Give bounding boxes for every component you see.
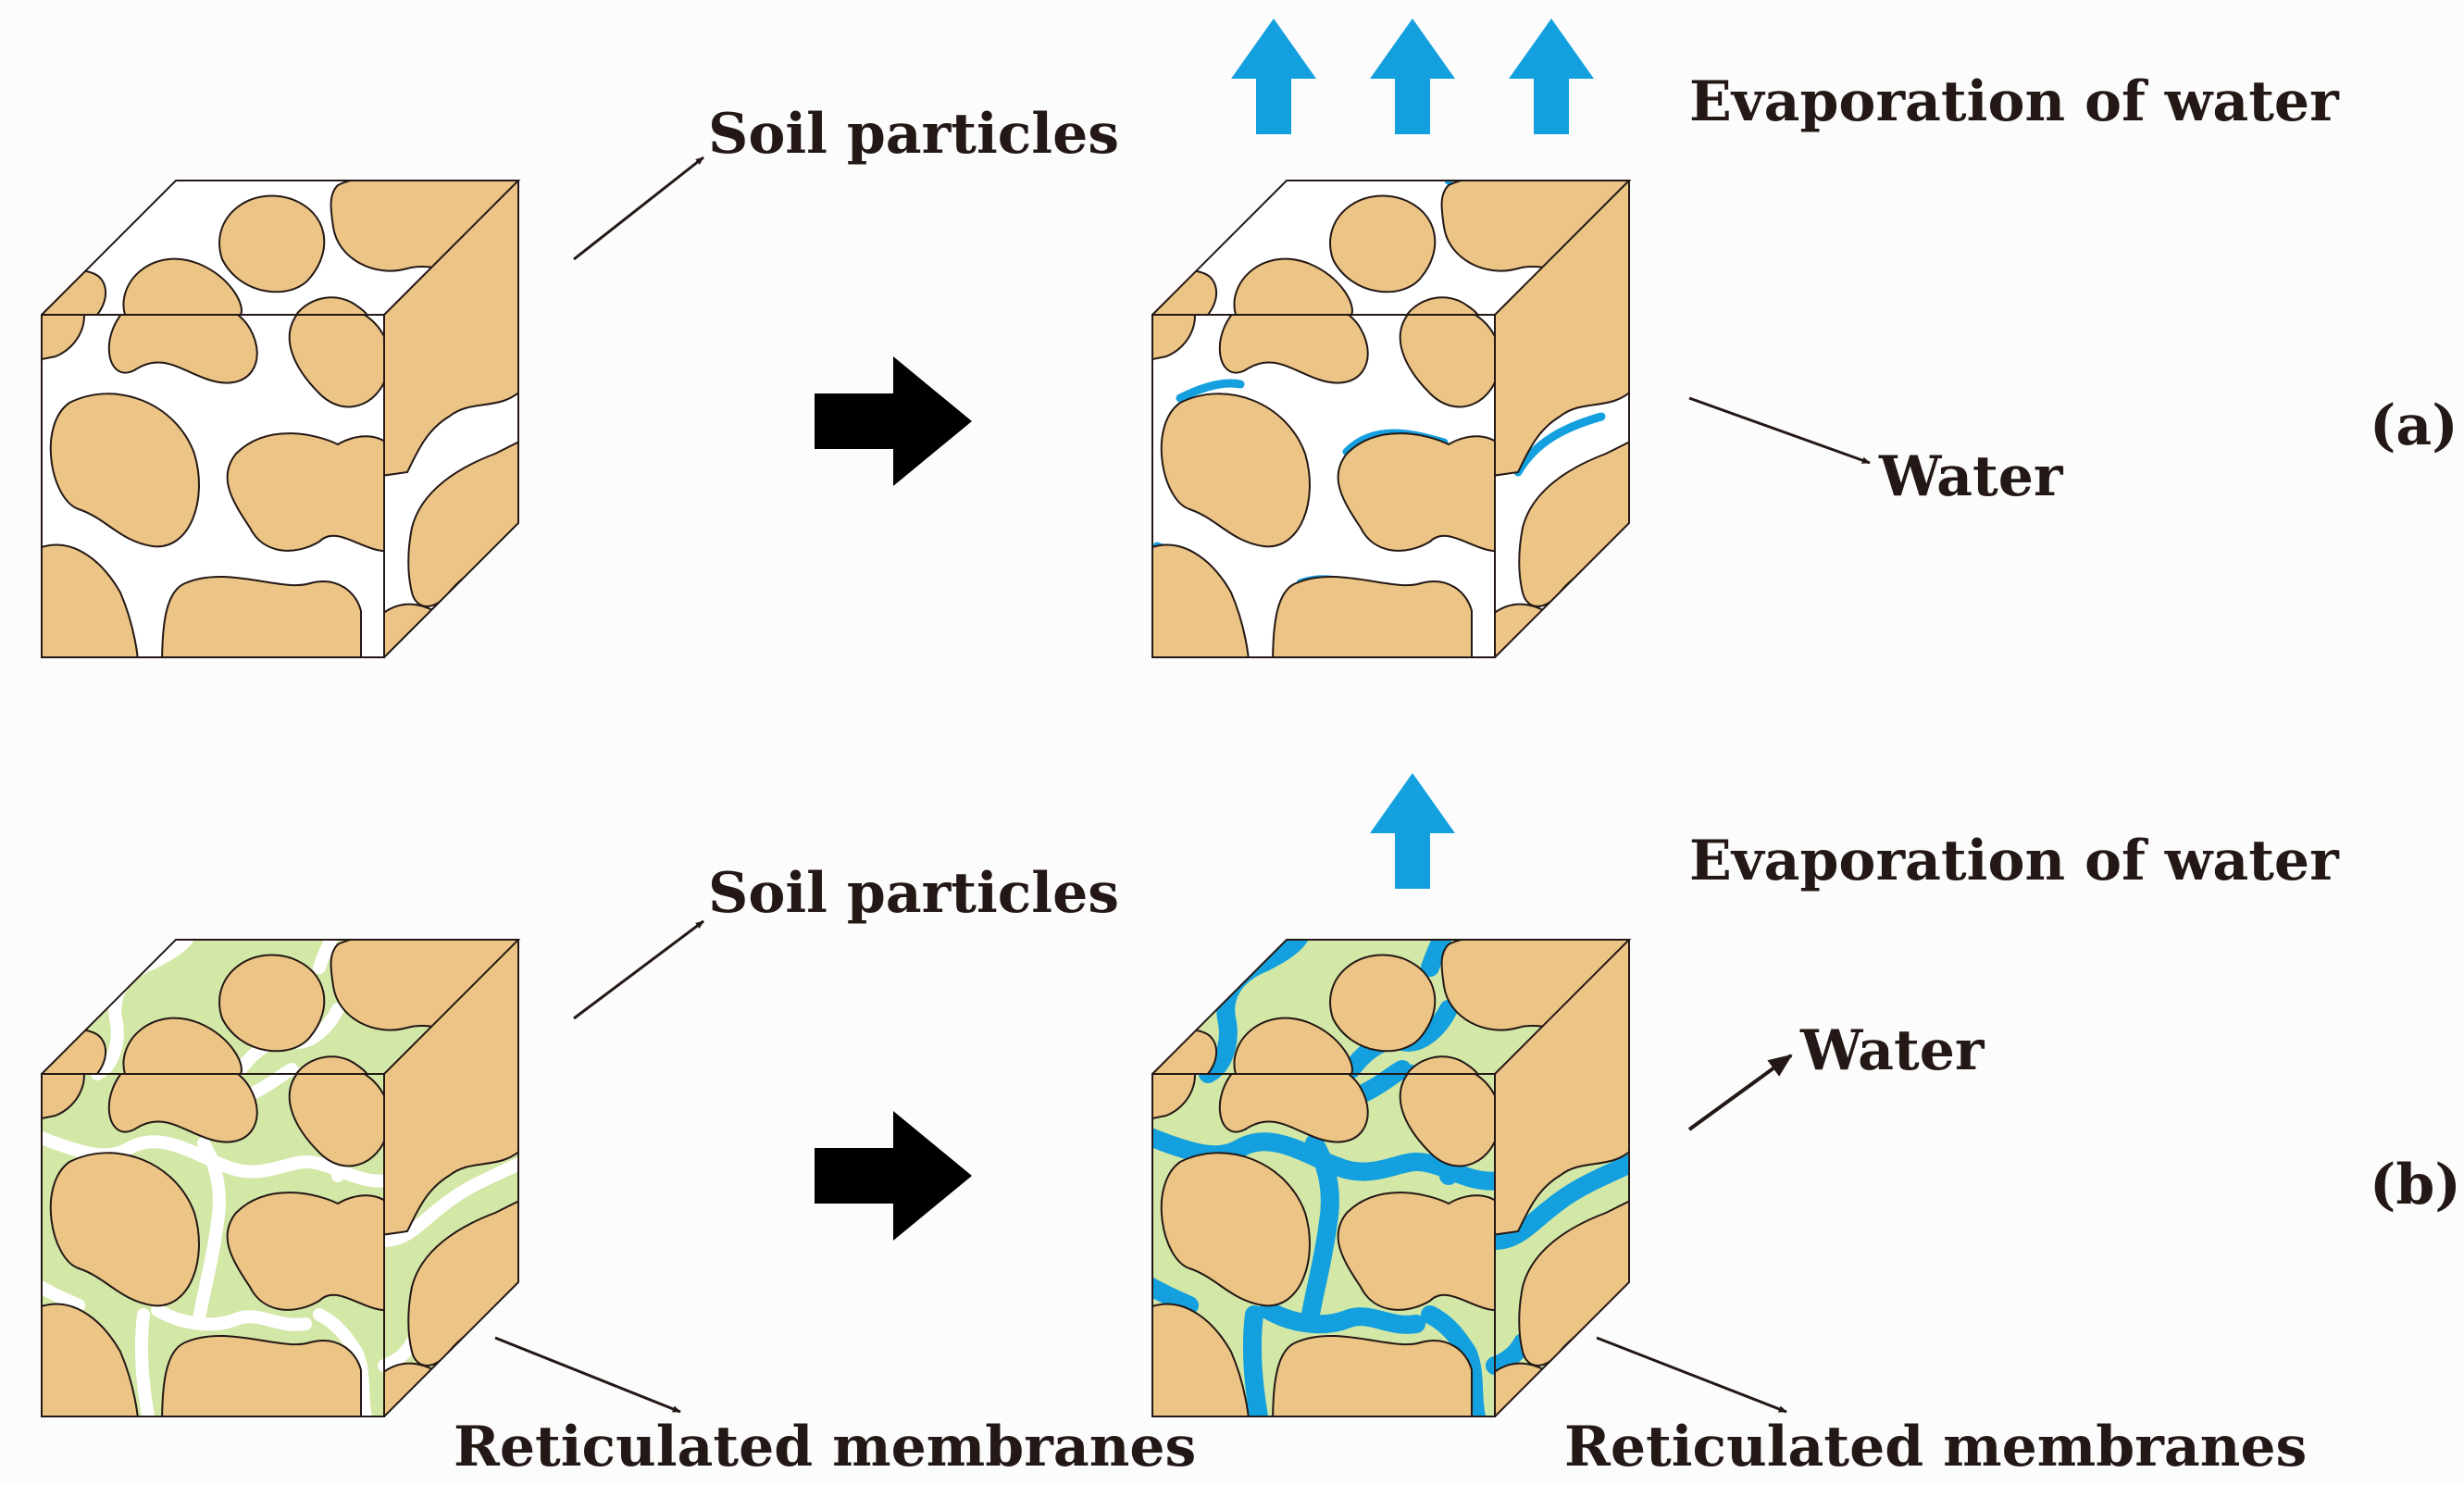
right-arrow-icon [815, 1111, 972, 1241]
up-arrow-icon [1509, 19, 1594, 134]
pointer-arrow-icon [1596, 1336, 1787, 1414]
pointer-arrow-icon [494, 1336, 681, 1414]
water-label: Water [1799, 1018, 1985, 1083]
cube-a-initial [41, 180, 521, 658]
water-label: Water [1878, 444, 2064, 509]
panel-b: Soil particles Evaporation of water Wate… [41, 773, 2461, 1479]
up-arrow-icon [1231, 19, 1316, 134]
cube-a-evaporating [1151, 180, 1632, 658]
panel-label-a: (a) [2370, 393, 2458, 458]
up-arrow-icon [1370, 19, 1455, 134]
pointer-arrow-icon [573, 156, 704, 261]
pointer-arrow-icon [573, 919, 704, 1020]
evaporation-arrows-a [1231, 19, 1594, 134]
reticulated-membranes-label: Reticulated membranes [454, 1415, 1196, 1479]
pointer-arrow-icon [1687, 1054, 1793, 1131]
soil-particles-label: Soil particles [708, 102, 1119, 167]
panel-a: Soil particles Evaporation of water Wate… [41, 19, 2458, 658]
cube-b-evaporating [1151, 939, 1632, 1417]
soil-particles-label: Soil particles [708, 861, 1119, 926]
reticulated-membranes-label: Reticulated membranes [1564, 1415, 2307, 1479]
right-arrow-icon [815, 356, 972, 486]
cube-b-initial [41, 939, 521, 1417]
evaporation-arrows-b [1370, 773, 1455, 889]
up-arrow-icon [1370, 773, 1455, 889]
evaporation-label: Evaporation of water [1689, 829, 2340, 893]
pointer-arrow-icon [1688, 396, 1871, 465]
evaporation-label: Evaporation of water [1689, 69, 2340, 134]
panel-label-b: (b) [2370, 1153, 2461, 1217]
